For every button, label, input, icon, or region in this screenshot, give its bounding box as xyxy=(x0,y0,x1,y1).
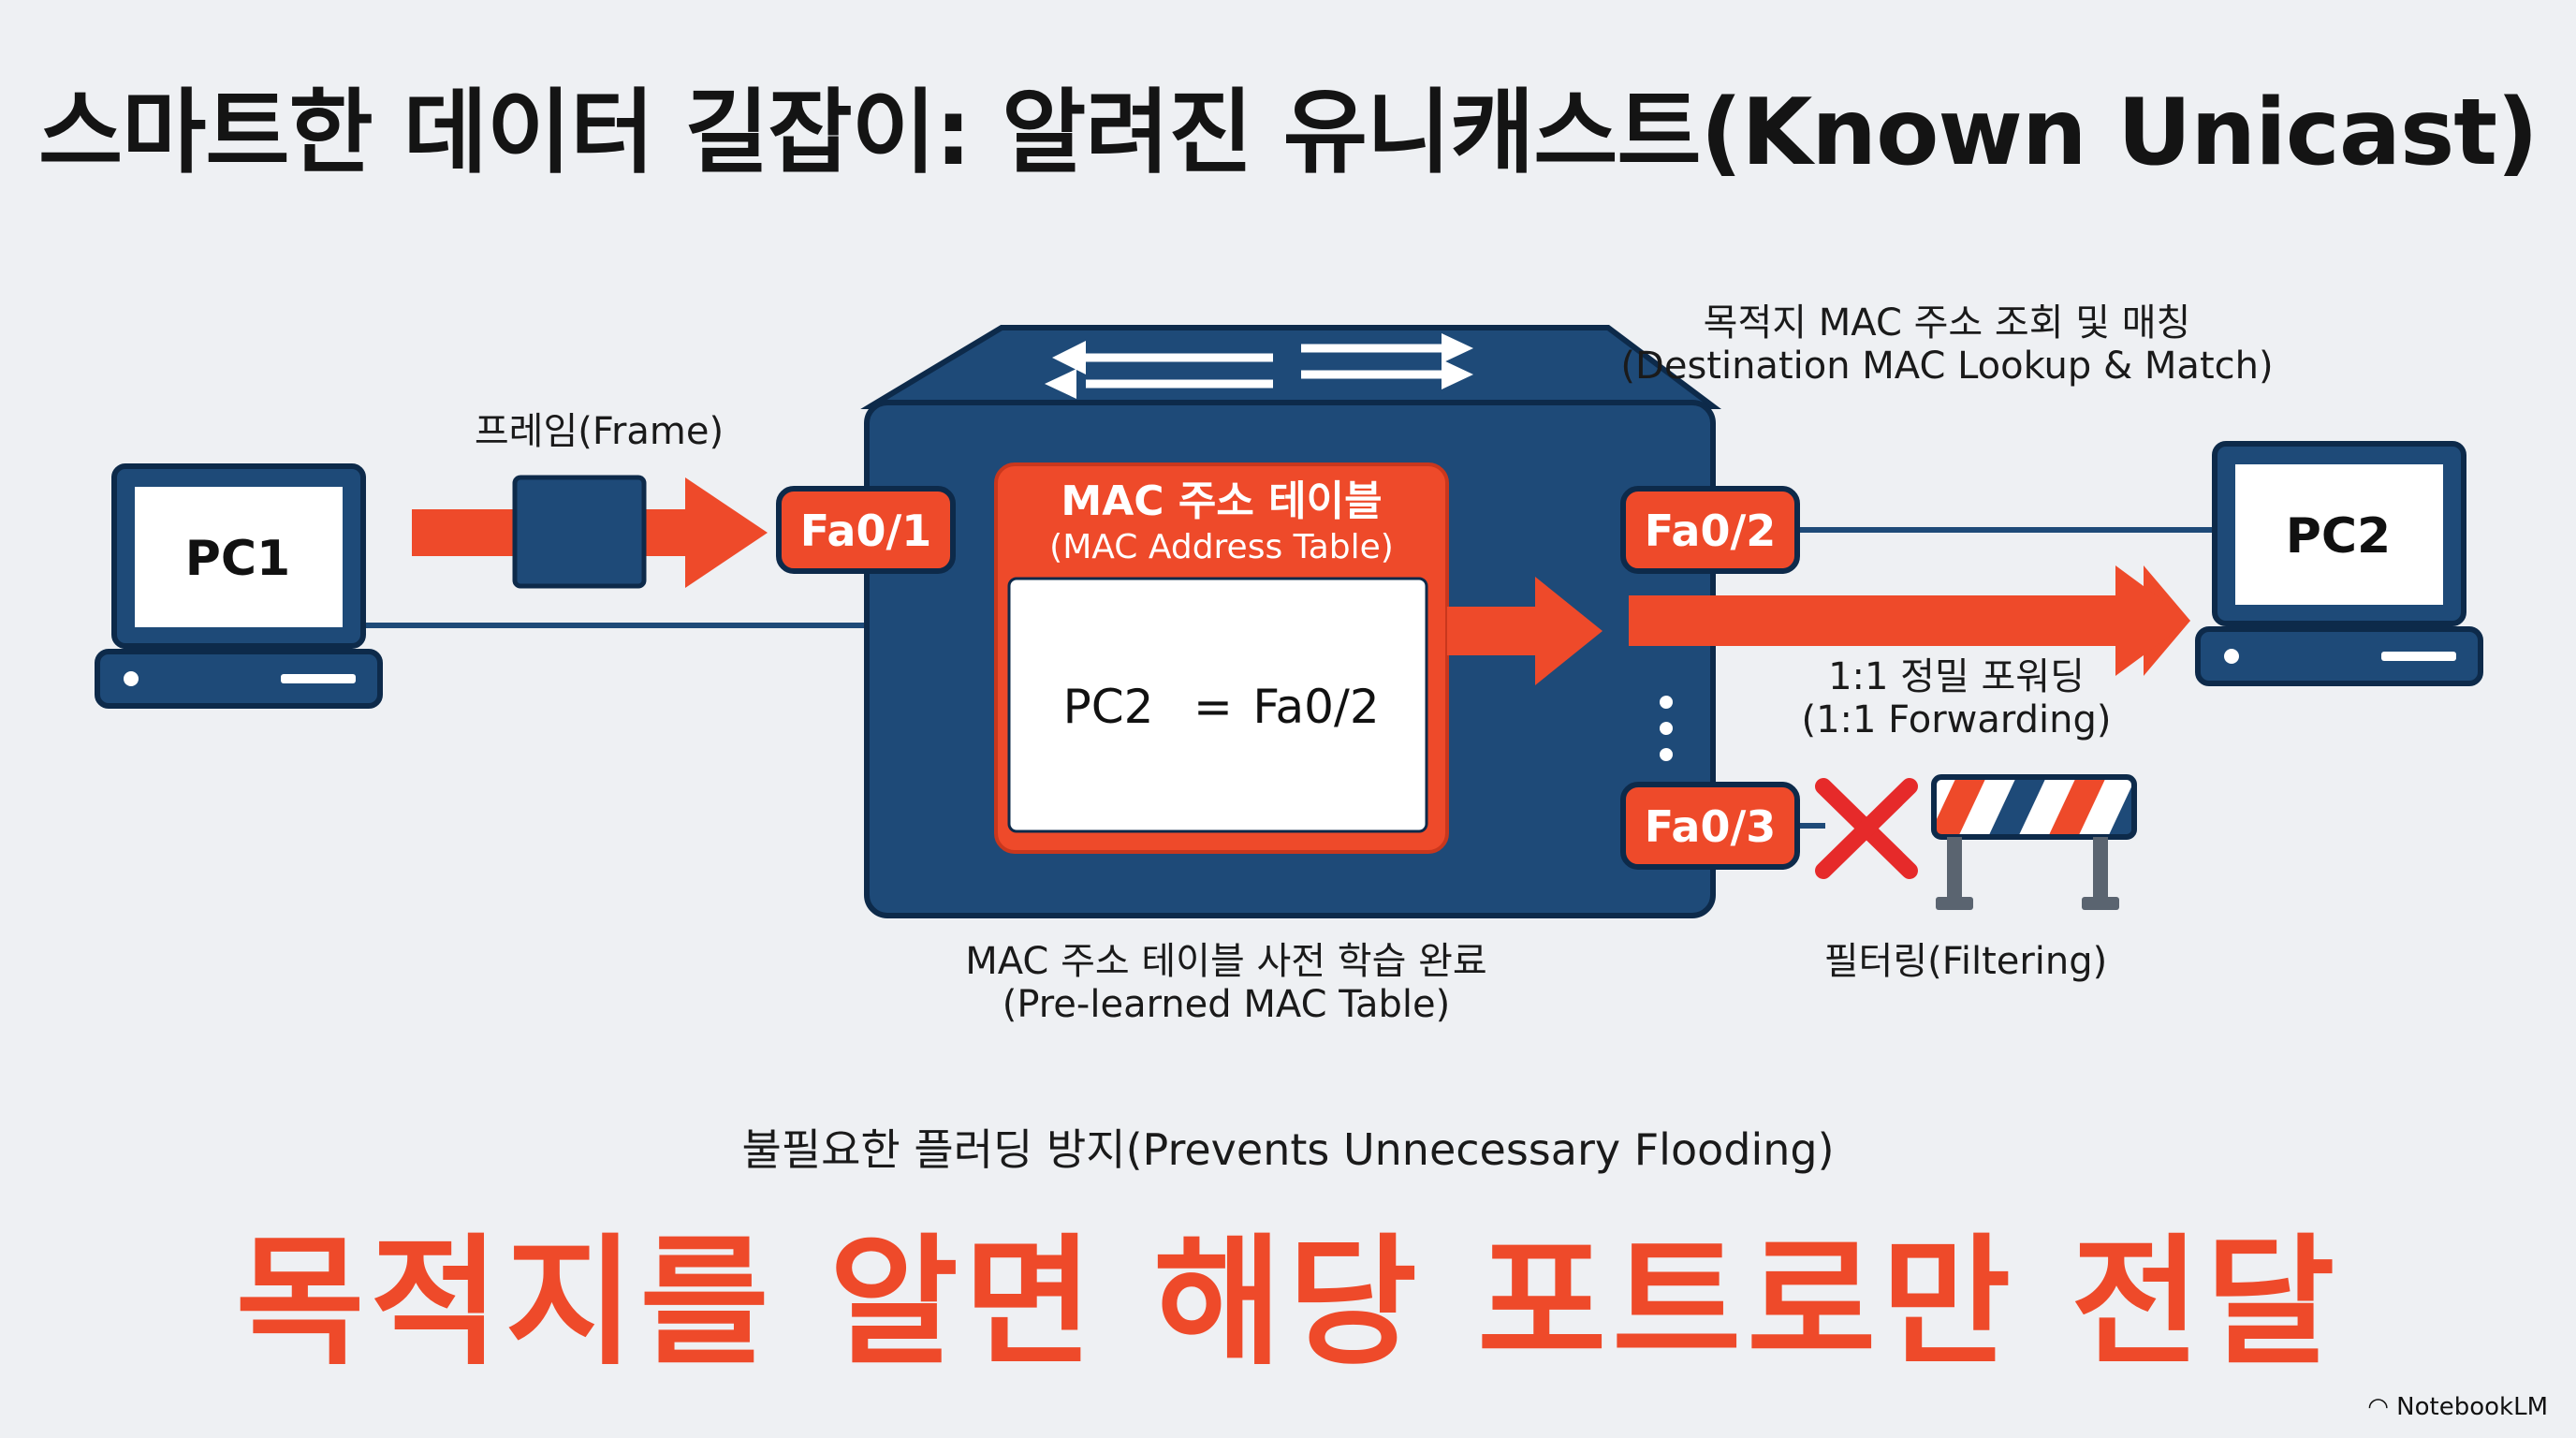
subheadline: 불필요한 플러딩 방지(Prevents Unnecessary Floodin… xyxy=(741,1124,1835,1175)
port-fa02-badge xyxy=(1620,486,1800,574)
forwarding-label: 1:1 정밀 포워딩 (1:1 Forwarding) xyxy=(1760,655,2153,741)
frame-icon xyxy=(512,475,647,589)
pc2-laptop-icon xyxy=(2195,441,2483,686)
headline: 목적지를 알면 해당 포트로만 전달 xyxy=(235,1222,2341,1385)
prelearned-label: MAC 주소 테이블 사전 학습 완료 (Pre-learned MAC Tab… xyxy=(899,940,1554,1026)
mac-entry-equals: = xyxy=(1193,680,1233,734)
port-fa01-badge xyxy=(776,486,956,574)
mac-table-entry-box xyxy=(1007,577,1428,833)
lookup-label-ko: 목적지 MAC 주소 조회 및 매칭 xyxy=(1703,301,2191,345)
internal-arrow xyxy=(1447,577,1603,685)
pc1-label: PC1 xyxy=(185,531,290,587)
port-fa01-label: Fa0/1 xyxy=(800,506,932,556)
blocked-x-icon xyxy=(1815,778,1918,879)
pc2-label: PC2 xyxy=(2286,508,2391,565)
lookup-label-en: (Destination MAC Lookup & Match) xyxy=(1620,345,2274,388)
brand-label: NotebookLM xyxy=(2396,1393,2548,1421)
frame-label: 프레임(Frame) xyxy=(474,410,724,453)
barrier-icon xyxy=(1931,774,2137,910)
port-fa03-label: Fa0/3 xyxy=(1645,801,1777,852)
port-dots xyxy=(1660,696,1673,709)
forwarding-label-en: (1:1 Forwarding) xyxy=(1801,698,2112,741)
mac-entry-host: PC2 xyxy=(1063,680,1154,734)
mac-table-title: MAC 주소 테이블 xyxy=(1061,477,1382,525)
port-fa02-label: Fa0/2 xyxy=(1645,506,1777,556)
brand-logo: ◠ NotebookLM xyxy=(2367,1393,2548,1421)
mac-entry-port: Fa0/2 xyxy=(1252,680,1379,734)
page-title: 스마트한 데이터 길잡이: 알려진 유니캐스트(Known Unicast) xyxy=(38,80,2539,186)
egress-arrow xyxy=(1629,565,2190,676)
prelearned-label-ko: MAC 주소 테이블 사전 학습 완료 xyxy=(965,940,1487,983)
pc1-laptop-icon xyxy=(95,463,383,709)
forwarding-label-ko: 1:1 정밀 포워딩 xyxy=(1828,655,2085,698)
notebooklm-icon: ◠ xyxy=(2367,1393,2389,1421)
lookup-label: 목적지 MAC 주소 조회 및 매칭 (Destination MAC Look… xyxy=(1610,301,2284,388)
prelearned-label-en: (Pre-learned MAC Table) xyxy=(1002,983,1451,1026)
filtering-label: 필터링(Filtering) xyxy=(1823,940,2108,983)
port-fa03-badge xyxy=(1620,782,1800,870)
mac-table-subtitle: (MAC Address Table) xyxy=(1049,528,1394,566)
